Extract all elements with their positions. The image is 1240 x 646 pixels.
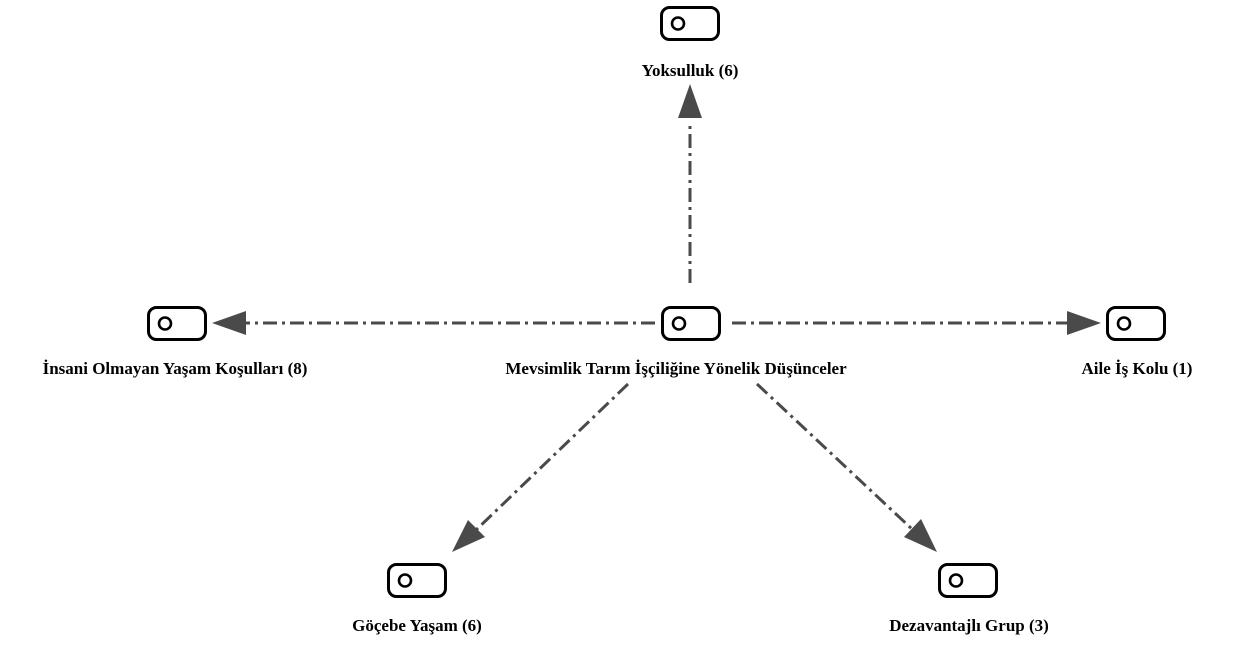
- node-yoksulluk[interactable]: Yoksulluk (6): [642, 6, 739, 81]
- edges: [212, 84, 1101, 552]
- node-center[interactable]: Mevsimlik Tarım İşçiliğine Yönelik Düşün…: [505, 306, 847, 379]
- tag-icon: [147, 306, 207, 341]
- edge-to-yoksulluk: [678, 84, 702, 283]
- node-label: Dezavantajlı Grup (3): [889, 616, 1049, 635]
- edge-to-insani-olmayan: [212, 311, 655, 335]
- center-label: Mevsimlik Tarım İşçiliğine Yönelik Düşün…: [505, 359, 847, 378]
- edge-to-aile-is-kolu: [732, 311, 1101, 335]
- tag-icon: [661, 306, 721, 341]
- edge-to-gocebe-yasam: [452, 382, 630, 552]
- node-aile-is-kolu[interactable]: Aile İş Kolu (1): [1082, 306, 1193, 379]
- node-label: Göçebe Yaşam (6): [352, 616, 482, 635]
- tag-icon: [1106, 306, 1166, 341]
- tag-icon: [660, 6, 720, 41]
- edge-to-dezavantajli-grup: [755, 382, 937, 552]
- tag-icon: [938, 563, 998, 598]
- node-dezavantajli-grup[interactable]: Dezavantajlı Grup (3): [889, 563, 1049, 636]
- tag-icon: [387, 563, 447, 598]
- node-gocebe-yasam[interactable]: Göçebe Yaşam (6): [352, 563, 482, 636]
- node-label: İnsani Olmayan Yaşam Koşulları (8): [43, 359, 308, 378]
- node-insani-olmayan[interactable]: İnsani Olmayan Yaşam Koşulları (8): [43, 306, 308, 379]
- node-label: Yoksulluk (6): [642, 61, 739, 80]
- node-label: Aile İş Kolu (1): [1082, 359, 1193, 378]
